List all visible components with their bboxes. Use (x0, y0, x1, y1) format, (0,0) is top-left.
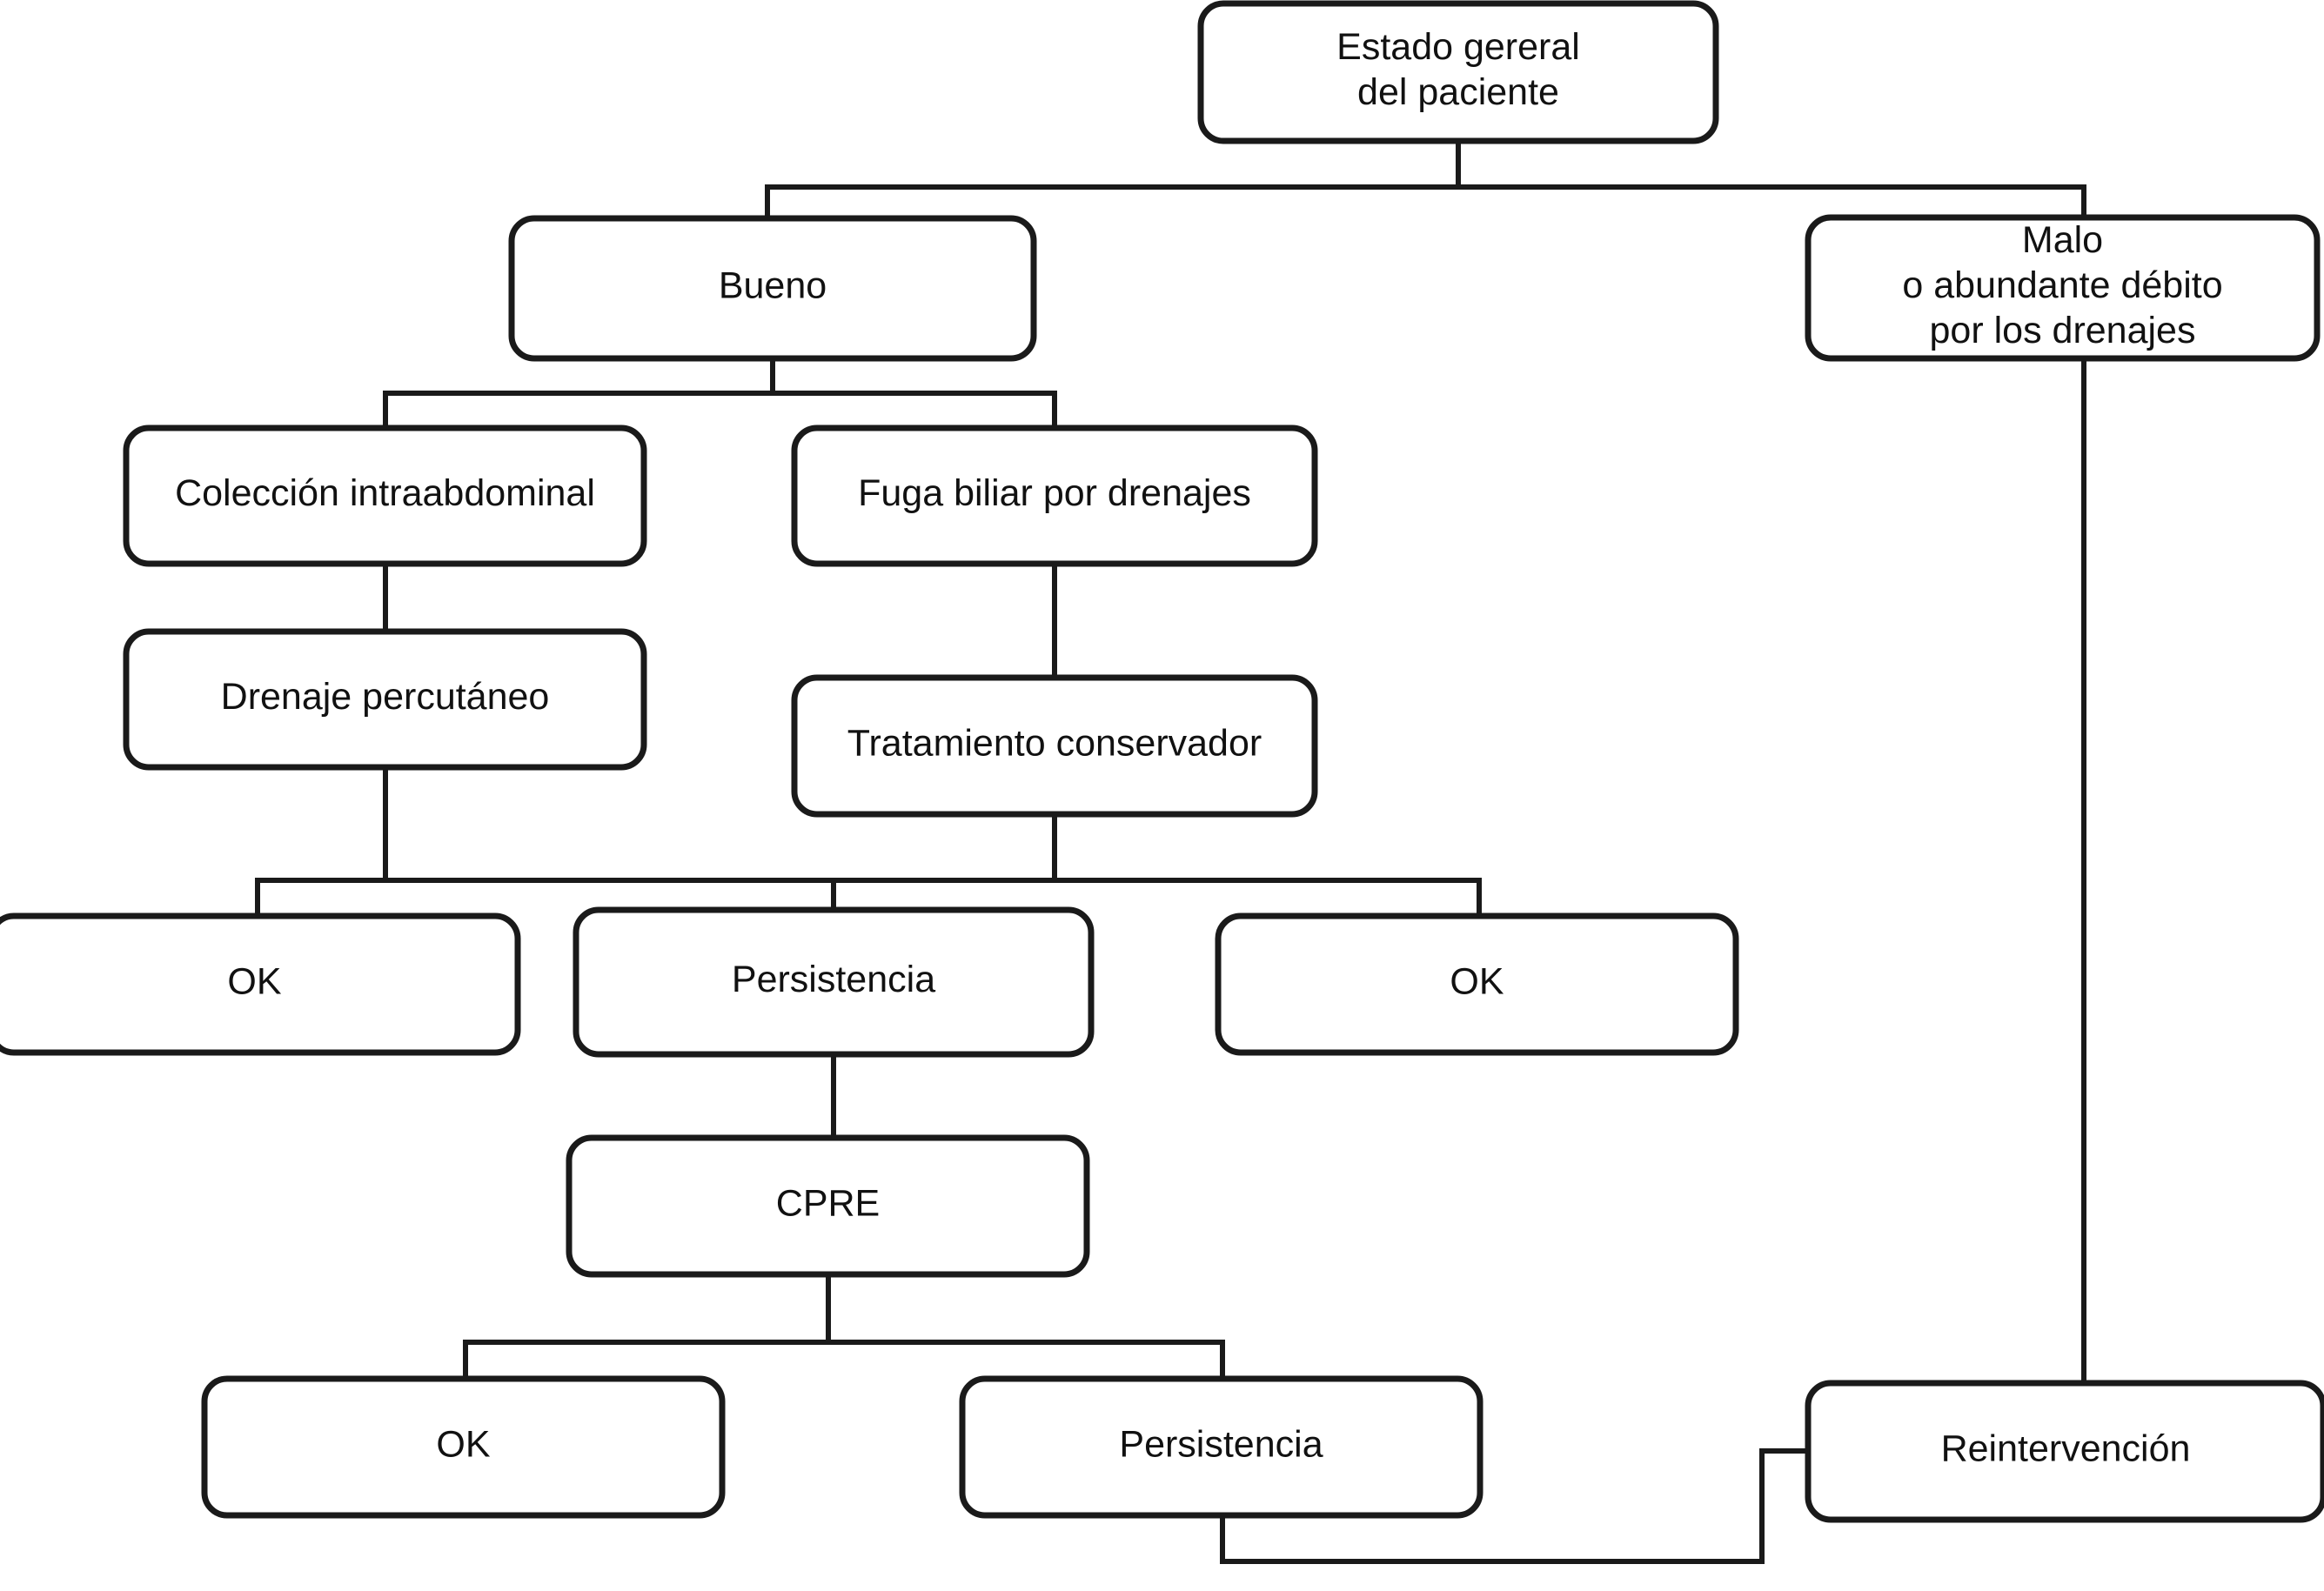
node-ok-derecha[interactable]: OK (1215, 912, 1739, 1056)
node-box-tratamiento-conservador[interactable] (791, 674, 1318, 818)
node-coleccion-intraabdominal[interactable]: Colección intraabdominal (123, 424, 647, 567)
node-label-line: por los drenajes (1930, 310, 2196, 351)
node-box-bueno[interactable] (508, 215, 1037, 362)
node-label-line: Drenaje percutáneo (221, 676, 550, 718)
node-label-cpre: CPRE (776, 1183, 880, 1225)
node-label-line: Fuga biliar por drenajes (858, 472, 1251, 514)
node-label-line: OK (227, 961, 281, 1003)
node-reintervencion[interactable]: Reintervención (1805, 1380, 2324, 1523)
node-box-coleccion-intraabdominal[interactable] (123, 424, 647, 567)
node-label-tratamiento-conservador: Tratamiento conservador (847, 723, 1262, 765)
node-box-persistencia-inferior[interactable] (959, 1375, 1483, 1519)
node-box-cpre[interactable] (566, 1134, 1090, 1278)
node-label-coleccion-intraabdominal: Colección intraabdominal (175, 472, 595, 514)
node-drenaje-percutaneo[interactable]: Drenaje percutáneo (123, 628, 647, 771)
edges-layer (255, 138, 2086, 1564)
node-box-reintervencion[interactable] (1805, 1380, 2324, 1523)
node-label-persistencia-inferior: Persistencia (1119, 1424, 1323, 1466)
node-label-ok-inferior: OK (436, 1424, 490, 1466)
node-label-reintervencion: Reintervención (1941, 1428, 2191, 1470)
node-bueno[interactable]: Bueno (508, 215, 1037, 362)
node-tratamiento-conservador[interactable]: Tratamiento conservador (791, 674, 1318, 818)
node-box-ok-inferior[interactable] (201, 1375, 726, 1519)
node-label-line: Tratamiento conservador (847, 723, 1262, 765)
node-persistencia-inferior[interactable]: Persistencia (959, 1375, 1483, 1519)
node-box-ok-derecha[interactable] (1215, 912, 1739, 1056)
node-label-line: Reintervención (1941, 1428, 2191, 1470)
node-label-line: Estado gereral (1336, 26, 1580, 68)
node-label-line: CPRE (776, 1183, 880, 1225)
node-box-drenaje-percutaneo[interactable] (123, 628, 647, 771)
node-label-line: Colección intraabdominal (175, 472, 595, 514)
node-box-ok-izquierda[interactable] (0, 912, 521, 1056)
node-label-line: Persistencia (1119, 1424, 1323, 1466)
node-box-fuga-biliar[interactable] (791, 424, 1318, 567)
edge-persist-inf-to-reint (1220, 1448, 1811, 1564)
node-label-persistencia-media: Persistencia (732, 959, 935, 1000)
node-label-drenaje-percutaneo: Drenaje percutáneo (221, 676, 550, 718)
node-fuga-biliar[interactable]: Fuga biliar por drenajes (791, 424, 1318, 567)
node-label-line: OK (436, 1424, 490, 1466)
node-label-line: Bueno (719, 265, 827, 307)
node-label-line: o abundante débito (1902, 264, 2222, 306)
node-label-fuga-biliar: Fuga biliar por drenajes (858, 472, 1251, 514)
node-label-line: del paciente (1357, 71, 1559, 113)
node-persistencia-media[interactable]: Persistencia (573, 906, 1095, 1058)
node-box-persistencia-media[interactable] (573, 906, 1095, 1058)
node-ok-izquierda[interactable]: OK (0, 912, 521, 1056)
node-label-ok-izquierda: OK (227, 961, 281, 1003)
node-box-estado-general[interactable] (1197, 0, 1719, 144)
node-label-line: Persistencia (732, 959, 935, 1000)
node-label-line: Malo (2022, 219, 2103, 261)
node-label-bueno: Bueno (719, 265, 827, 307)
node-box-malo[interactable] (1805, 214, 2321, 362)
node-ok-inferior[interactable]: OK (201, 1375, 726, 1519)
node-cpre[interactable]: CPRE (566, 1134, 1090, 1278)
node-label-ok-derecha: OK (1450, 961, 1504, 1003)
node-label-line: OK (1450, 961, 1504, 1003)
